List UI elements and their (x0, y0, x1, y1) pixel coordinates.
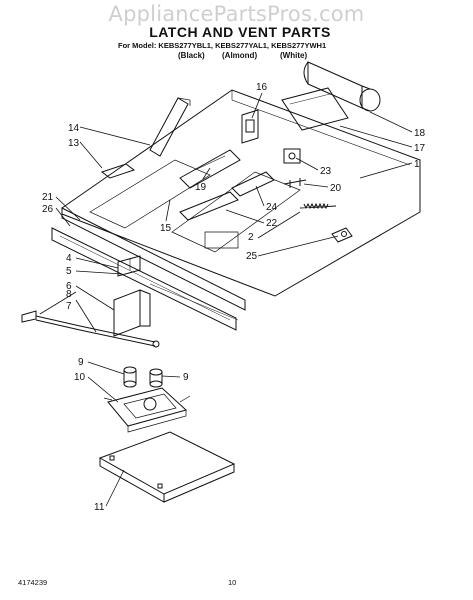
callout-5: 5 (66, 266, 72, 277)
callout-4: 4 (66, 253, 72, 264)
callout-16: 16 (256, 82, 268, 93)
callout-9-left: 9 (78, 357, 84, 368)
part-19-channel (179, 149, 241, 189)
callout-18: 18 (414, 128, 426, 139)
callout-9-right: 9 (183, 372, 189, 383)
color-white: (White) (280, 51, 308, 60)
part-7-rod (35, 315, 156, 343)
part-4-bracket (117, 255, 141, 277)
front-rail-lower (51, 227, 237, 331)
callout-2: 2 (248, 232, 254, 243)
front-rail (61, 207, 246, 311)
part-6-bracket (113, 289, 141, 337)
callout-26: 26 (42, 204, 54, 215)
callout-17: 17 (414, 143, 426, 154)
part-8-knob (21, 310, 37, 323)
callout-7: 7 (66, 301, 72, 312)
callout-20: 20 (330, 183, 342, 194)
callout-10: 10 (74, 372, 86, 383)
diagram-title: LATCH AND VENT PARTS (149, 24, 331, 40)
part-14-bracket (149, 97, 189, 157)
callout-21: 21 (42, 192, 54, 203)
document-number: 4174239 (18, 578, 48, 587)
callout-23: 23 (320, 166, 332, 177)
callout-24: 24 (266, 202, 278, 213)
part-2-spring (299, 202, 337, 210)
color-black: (Black) (178, 51, 205, 60)
color-almond: (Almond) (222, 51, 258, 60)
callout-1: 1 (414, 159, 420, 170)
part-17-vent-plate (281, 87, 349, 131)
part-13-tab (100, 163, 136, 179)
callout-8: 8 (66, 289, 72, 300)
watermark: AppliancePartsPros.com (108, 2, 365, 26)
part-16-bracket (241, 109, 259, 144)
callout-14: 14 (68, 123, 80, 134)
callout-15: 15 (160, 223, 172, 234)
callout-25: 25 (246, 251, 258, 262)
part-20-clip (283, 178, 307, 188)
page-number: 10 (228, 578, 237, 587)
callout-19: 19 (195, 182, 207, 193)
callout-13: 13 (68, 138, 80, 149)
main-panel (61, 89, 421, 297)
part-9-roller-b (149, 368, 163, 376)
callout-6: 6 (66, 281, 72, 292)
part-18-vent-duct (307, 61, 363, 109)
part-25-clip (331, 227, 353, 243)
part-22-channel (179, 191, 239, 221)
callout-11: 11 (94, 502, 105, 513)
part-9-roller-a (123, 366, 137, 374)
model-numbers: For Model: KEBS277YBL1, KEBS277YAL1, KEB… (118, 41, 327, 50)
part-11-base-plate (98, 431, 236, 495)
part-23-grommet (283, 148, 301, 164)
part-24-channel (231, 171, 275, 197)
part-10-latch-assembly (107, 387, 188, 427)
callout-22: 22 (266, 218, 278, 229)
